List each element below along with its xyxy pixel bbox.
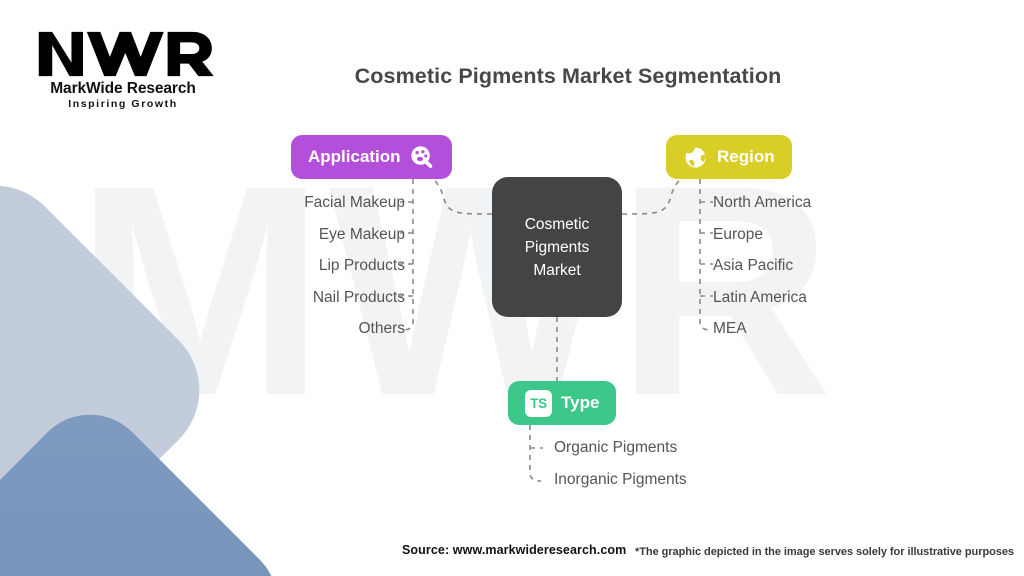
branch-badge-application[interactable]: Application — [291, 135, 452, 179]
leaf-list-application: Facial Makeup Eye Makeup Lip Products Na… — [140, 187, 405, 345]
center-node-label: Cosmetic Pigments Market — [524, 215, 590, 279]
list-item: Nail Products — [312, 288, 405, 306]
brand-logo: MarkWide Research Inspiring Growth — [33, 28, 214, 112]
connector-type-spine — [529, 425, 542, 482]
logo-company-name: MarkWide Research — [50, 80, 196, 97]
branch-label-application: Application — [308, 147, 401, 166]
list-item: Organic Pigments — [554, 439, 678, 456]
source-text: Source: www.markwideresearch.com — [402, 543, 627, 557]
list-item: Others — [358, 320, 405, 337]
makeup-palette-icon — [410, 145, 435, 170]
logo-tagline: Inspiring Growth — [68, 98, 178, 110]
list-item: Lip Products — [318, 257, 405, 274]
branch-label-type: Type — [561, 393, 600, 412]
logo-mark-icon — [38, 31, 214, 77]
list-item: Eye Makeup — [318, 225, 405, 243]
list-item: Asia Pacific — [713, 257, 794, 274]
list-item: Europe — [713, 225, 763, 243]
list-item: Facial Makeup — [304, 194, 405, 211]
disclaimer-text: *The graphic depicted in the image serve… — [635, 546, 1014, 558]
list-item: North America — [713, 194, 812, 211]
leaf-list-type: Organic Pigments Inorganic Pigments — [554, 432, 854, 495]
list-item: Latin America — [713, 288, 807, 306]
branch-badge-type[interactable]: TS Type — [508, 381, 617, 425]
center-node: Cosmetic Pigments Market — [492, 177, 622, 317]
globe-icon — [683, 145, 708, 170]
ts-badge-icon: TS — [525, 389, 552, 417]
branch-label-region: Region — [717, 147, 775, 166]
list-item: MEA — [713, 320, 747, 337]
page-title: Cosmetic Pigments Market Segmentation — [354, 64, 782, 88]
branch-badge-region[interactable]: Region — [666, 135, 792, 179]
leaf-list-region: North America Europe Asia Pacific Latin … — [713, 187, 973, 345]
list-item: Inorganic Pigments — [554, 470, 687, 488]
